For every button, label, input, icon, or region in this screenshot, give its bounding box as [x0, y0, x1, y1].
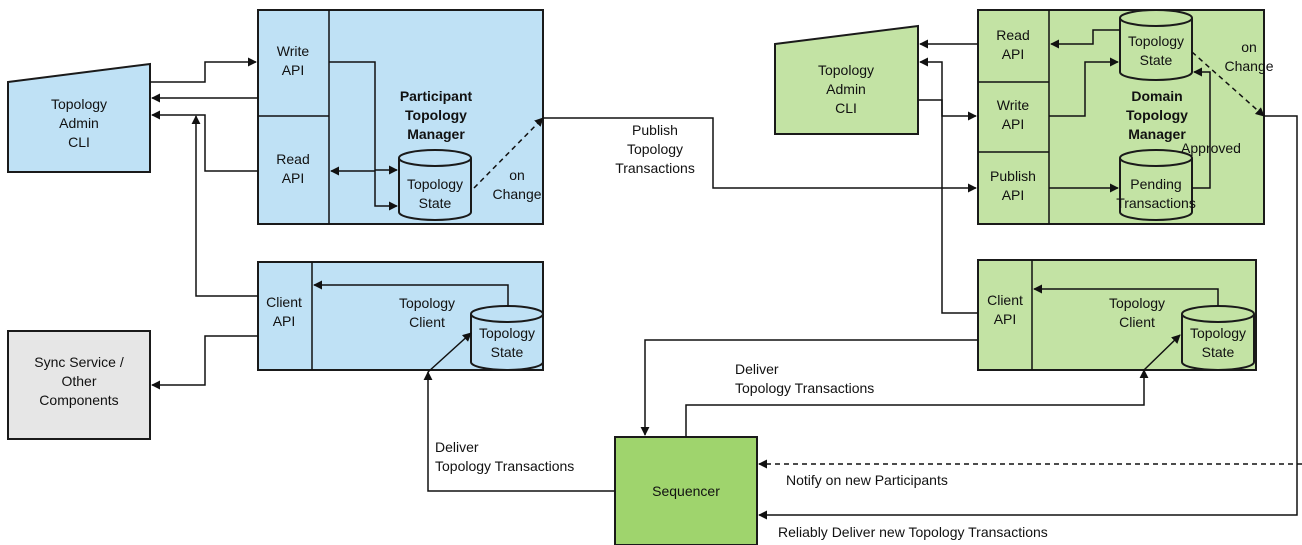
deliver-left-label-line2: Topology Transactions — [435, 458, 574, 474]
deliver-left-arrow — [423, 371, 615, 492]
domain-client-state-line2: State — [1202, 344, 1235, 360]
client-api-to-cli-arrow — [191, 115, 258, 297]
domain-pending-line2: Transactions — [1116, 195, 1196, 211]
sequencer-label: Sequencer — [652, 483, 720, 499]
domain-read-api-line2: API — [1002, 46, 1025, 62]
participant-admin-cli-line2: Admin — [59, 115, 99, 131]
participant-client-state-line1: Topology — [479, 325, 535, 341]
participant-read-api-line1: Read — [276, 151, 309, 167]
domain-on-change-line2: Change — [1224, 58, 1273, 74]
participant-client-api-line1: Client — [266, 294, 302, 310]
sync-line2: Other — [61, 373, 96, 389]
domain-client-state-line1: Topology — [1190, 325, 1246, 341]
domain-pending-db: Pending Transactions — [1116, 149, 1196, 221]
participant-manager-title-line3: Manager — [407, 126, 465, 142]
domain-state-line1: Topology — [1128, 33, 1184, 49]
participant-client-state-db: Topology State — [470, 305, 544, 371]
participant-client-state-line2: State — [491, 344, 524, 360]
domain-manager-title-line1: Domain — [1131, 88, 1182, 104]
reliably-deliver-arrow — [758, 115, 1298, 520]
domain-client-internal-arrow — [1033, 284, 1219, 306]
publish-transactions-arrow — [543, 117, 977, 193]
domain-client-line1: Topology — [1109, 295, 1165, 311]
participant-state-line2: State — [419, 195, 452, 211]
participant-on-change-line1: on — [509, 167, 525, 183]
participant-client-line2: Client — [409, 314, 445, 330]
participant-write-api-line1: Write — [277, 43, 310, 59]
deliver-left-label-line1: Deliver — [435, 439, 479, 455]
publish-label-line1: Publish — [632, 122, 678, 138]
publish-label-line3: Transactions — [615, 160, 695, 176]
domain-admin-cli-line1: Topology — [818, 62, 874, 78]
domain-client-api-to-cli-arrow — [919, 57, 978, 314]
participant-client-api-line2: API — [273, 313, 296, 329]
domain-read-api-line1: Read — [996, 27, 1029, 43]
participant-topology-state-db: Topology State — [398, 149, 472, 221]
domain-publish-api-line1: Publish — [990, 168, 1036, 184]
sync-service-box: Sync Service / Other Components — [7, 330, 151, 440]
domain-pending-line1: Pending — [1130, 176, 1181, 192]
participant-read-api-to-cli-arrow — [151, 110, 258, 172]
domain-manager-title-line3: Manager — [1128, 126, 1186, 142]
participant-admin-cli: Topology Admin CLI — [7, 62, 151, 173]
domain-approved-arrow — [1192, 67, 1211, 189]
domain-write-api-to-state-arrow — [1049, 57, 1119, 117]
participant-admin-cli-line3: CLI — [68, 134, 90, 150]
deliver-right-arrow — [685, 369, 1149, 437]
domain-admin-cli: Topology Admin CLI — [774, 24, 919, 135]
connectors — [150, 29, 1302, 520]
domain-on-change-line1: on — [1241, 39, 1257, 55]
domain-client-state-db: Topology State — [1181, 305, 1255, 371]
domain-manager-title-line2: Topology — [1126, 107, 1188, 123]
deliver-right-label-line1: Deliver — [735, 361, 779, 377]
client-api-to-sync-arrow — [151, 335, 258, 390]
domain-client-line2: Client — [1119, 314, 1155, 330]
participant-client-state-arrow — [427, 332, 472, 373]
reliably-label: Reliably Deliver new Topology Transactio… — [778, 524, 1048, 540]
participant-admin-cli-line1: Topology — [51, 96, 107, 112]
sequencer-box: Sequencer — [614, 436, 758, 545]
participant-manager-title-line2: Topology — [405, 107, 467, 123]
domain-client-api-to-sequencer-arrow — [640, 339, 978, 436]
domain-write-api-line1: Write — [997, 97, 1030, 113]
domain-admin-cli-line3: CLI — [835, 100, 857, 116]
domain-client-state-arrow — [1143, 334, 1181, 371]
domain-cli-to-write-api-arrow — [918, 99, 977, 121]
domain-publish-api-line2: API — [1002, 187, 1025, 203]
domain-state-to-read-api-arrow — [1050, 29, 1120, 49]
participant-write-api-line2: API — [282, 62, 305, 78]
participant-manager-title-line1: Participant — [400, 88, 473, 104]
domain-client-api-line1: Client — [987, 292, 1023, 308]
domain-state-line2: State — [1140, 52, 1173, 68]
domain-admin-cli-line2: Admin — [826, 81, 866, 97]
deliver-right-label-line2: Topology Transactions — [735, 380, 874, 396]
participant-state-line1: Topology — [407, 176, 463, 192]
participant-client-line1: Topology — [399, 295, 455, 311]
sync-line3: Components — [39, 392, 118, 408]
participant-read-api-line2: API — [282, 170, 305, 186]
participant-on-change-line2: Change — [492, 186, 541, 202]
read-api-state-biarrow — [330, 166, 398, 211]
domain-write-api-line2: API — [1002, 116, 1025, 132]
domain-topology-state-db: Topology State — [1119, 9, 1193, 81]
domain-on-change-dashed — [1191, 51, 1265, 117]
domain-client-api-line2: API — [994, 311, 1017, 327]
participant-client-internal-arrow — [313, 280, 509, 307]
sync-line1: Sync Service / — [34, 354, 124, 370]
notify-label: Notify on new Participants — [786, 472, 948, 488]
cli-to-write-api-arrow — [150, 57, 257, 83]
publish-label-line2: Topology — [627, 141, 683, 157]
domain-approved-label: Approved — [1181, 140, 1241, 156]
participant-on-change-dashed — [473, 117, 544, 189]
